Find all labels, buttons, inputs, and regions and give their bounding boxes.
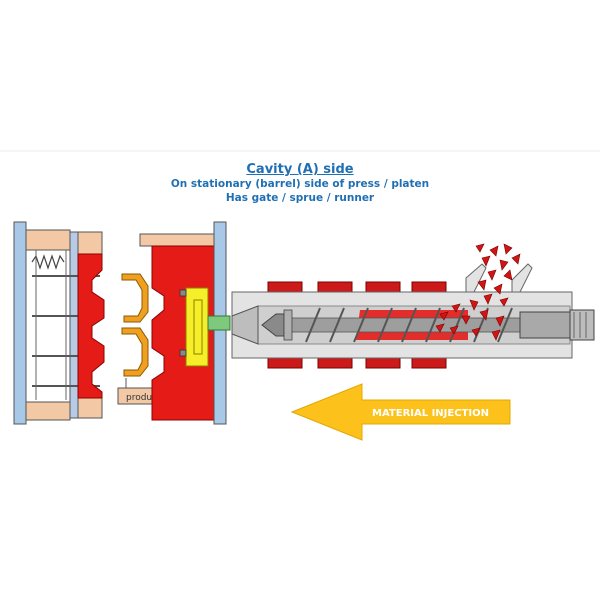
plastic-pellets bbox=[435, 243, 521, 341]
screw-flights bbox=[305, 307, 513, 343]
ejector-housing-bottom bbox=[77, 397, 103, 419]
heater-band bbox=[411, 281, 447, 293]
sprue-bushing bbox=[207, 315, 231, 331]
ejector-plate bbox=[69, 231, 79, 419]
arrow-shape bbox=[290, 383, 511, 441]
heater-band bbox=[365, 357, 401, 369]
heater-band bbox=[317, 281, 353, 293]
bolt bbox=[179, 349, 187, 357]
gate-insert bbox=[193, 299, 203, 355]
ejector-housing-top bbox=[77, 231, 103, 255]
molded-part-top bbox=[121, 273, 149, 323]
diagram-title: Cavity (A) side bbox=[246, 162, 354, 177]
clamp-plate-top bbox=[25, 229, 71, 251]
heater-band bbox=[317, 357, 353, 369]
product-label: product bbox=[126, 393, 161, 403]
clamp-plate-bottom bbox=[25, 401, 71, 421]
screw-drive-shaft bbox=[519, 311, 571, 339]
heater-band bbox=[267, 281, 303, 293]
heater-band bbox=[267, 357, 303, 369]
core-half-mold bbox=[77, 253, 105, 399]
nozzle bbox=[231, 305, 259, 345]
subtitle-line-1: On stationary (barrel) side of press / p… bbox=[170, 178, 430, 190]
subtitle-line-2: Has gate / sprue / runner bbox=[225, 192, 375, 204]
hopper-throat bbox=[465, 263, 487, 293]
bolt bbox=[179, 289, 187, 297]
locating-plate bbox=[139, 233, 215, 247]
molded-part-bottom bbox=[121, 327, 149, 377]
heater-band bbox=[365, 281, 401, 293]
return-spring bbox=[31, 254, 65, 270]
heater-band bbox=[411, 357, 447, 369]
spline-teeth bbox=[573, 312, 587, 338]
cavity-half-assembly bbox=[139, 221, 231, 425]
hopper-throat bbox=[511, 263, 533, 293]
moving-platen bbox=[13, 221, 27, 425]
arrow-label: MATERIAL INJECTION bbox=[372, 408, 489, 419]
injection-unit bbox=[231, 263, 595, 369]
material-injection-arrow: MATERIAL INJECTION bbox=[290, 383, 511, 441]
check-ring bbox=[283, 309, 293, 341]
